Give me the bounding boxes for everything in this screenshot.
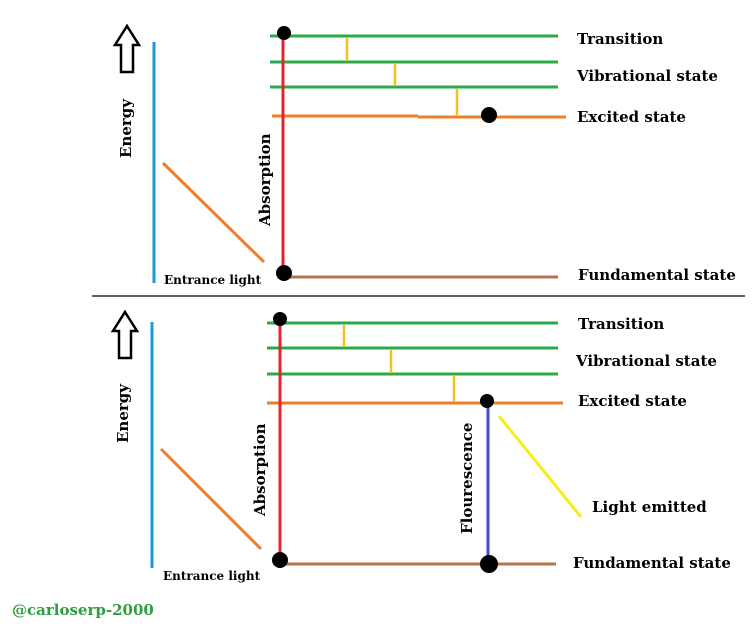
fundamental-label: Fundamental state: [573, 554, 731, 572]
electron-dot-fundamental: [276, 265, 292, 281]
entrance-light-label: Entrance light: [164, 273, 262, 287]
bottom-panel: Energy Entrance light Absorption Floures…: [110, 309, 731, 583]
excited-label: Excited state: [577, 108, 686, 126]
light-emitted-label: Light emitted: [592, 498, 707, 516]
energy-label: Energy: [117, 98, 135, 158]
fundamental-label: Fundamental state: [578, 266, 736, 284]
energy-label: Energy: [114, 383, 132, 443]
transition-label: Transition: [577, 30, 663, 48]
top-panel: Energy Entrance light Absorption Transit…: [112, 23, 736, 287]
electron-dot-transition: [273, 312, 287, 326]
electron-dot-transition: [277, 26, 291, 40]
fluorescence-label: Flourescence: [458, 423, 476, 534]
energy-up-arrow-icon: [112, 23, 142, 74]
vibrational-label: Vibrational state: [576, 67, 718, 85]
electron-dot-fundamental: [272, 552, 288, 568]
excited-label: Excited state: [578, 392, 687, 410]
electron-dot-excited: [481, 107, 497, 123]
absorption-label: Absorption: [256, 133, 274, 227]
vibrational-label: Vibrational state: [575, 352, 717, 370]
electron-dot-excited: [480, 394, 494, 408]
absorption-label: Absorption: [251, 423, 269, 517]
energy-up-arrow-icon: [110, 309, 140, 360]
entrance-light-ray: [159, 447, 263, 551]
electron-dot-fundamental-emission: [480, 555, 498, 573]
transition-label: Transition: [578, 315, 664, 333]
light-emitted-ray: [497, 415, 583, 518]
watermark: @carloserp-2000: [12, 601, 154, 619]
entrance-light-label: Entrance light: [163, 569, 261, 583]
entrance-light-ray: [161, 161, 266, 264]
